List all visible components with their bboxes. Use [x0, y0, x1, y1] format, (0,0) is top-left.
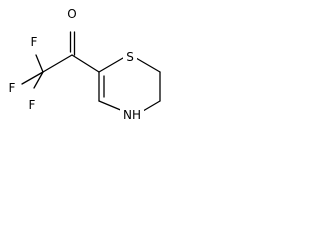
bond-ring-s1-c2 — [135, 57, 161, 73]
oxygen-atom-label: O — [67, 7, 76, 21]
bond-c-f-top — [35, 54, 44, 73]
amine-atom-label: NH — [123, 108, 141, 122]
sulfur-atom-label: S — [126, 50, 134, 64]
bond-ring-c3-n4 — [142, 100, 161, 112]
fluorine-left-atom-label: F — [9, 81, 16, 95]
bond-ring-n4-c5 — [98, 100, 124, 112]
bond-c-f-bottom — [33, 71, 44, 89]
fluorine-bottom-atom-label: F — [29, 98, 36, 112]
atom-label-layer: O S F F F NH — [6, 5, 144, 123]
fluorine-top-atom-label: F — [31, 35, 38, 49]
bond-carbonyl-ring — [71, 54, 100, 73]
bond-ring-c6-s1 — [98, 57, 124, 73]
bond-c-f-left — [21, 71, 44, 85]
bond-layer — [21, 31, 161, 112]
chemical-structure-diagram: O S F F F NH — [6, 5, 161, 123]
bond-carbonyl-cf3 — [42, 54, 73, 73]
